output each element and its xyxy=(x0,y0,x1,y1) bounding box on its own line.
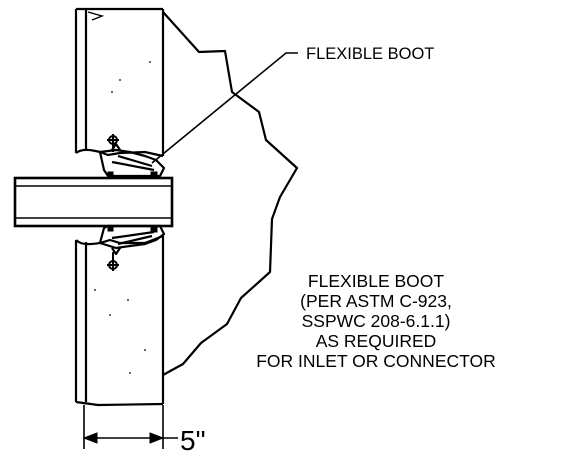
dimension-label: 5" xyxy=(180,425,206,456)
pipe-outline xyxy=(13,176,174,228)
opening-lower-curve xyxy=(75,234,164,246)
note-line-5: FOR INLET OR CONNECTOR xyxy=(256,351,496,371)
concrete-hatch xyxy=(94,61,151,374)
wall-bottom-edge xyxy=(75,400,164,407)
dimension-arrow-right xyxy=(149,432,165,444)
dimension-arrow-left xyxy=(82,432,98,444)
opening-upper-curve xyxy=(75,148,164,158)
wall-opening xyxy=(75,148,164,246)
clamp-bolt-lower xyxy=(107,252,119,271)
flexible-boot-upper xyxy=(98,142,166,178)
clamp-tabs xyxy=(107,171,158,233)
note-line-2: (PER ASTM C-923, xyxy=(300,291,452,311)
note-line-3: SSPWC 208-6.1.1) xyxy=(302,311,451,331)
clamp-bolt-upper xyxy=(107,134,119,152)
callout-label: FLEXIBLE BOOT xyxy=(306,45,434,63)
break-line xyxy=(162,11,299,376)
note-line-4: AS REQUIRED xyxy=(316,331,437,351)
pipe xyxy=(13,176,174,228)
flexible-boot-lower xyxy=(98,224,166,256)
note-block: FLEXIBLE BOOT (PER ASTM C-923, SSPWC 208… xyxy=(256,271,496,371)
dimension-5in xyxy=(82,405,178,449)
callout-leader xyxy=(151,52,298,164)
note-line-1: FLEXIBLE BOOT xyxy=(308,271,444,291)
manhole-wall xyxy=(74,7,165,407)
corner-marker xyxy=(87,11,105,21)
